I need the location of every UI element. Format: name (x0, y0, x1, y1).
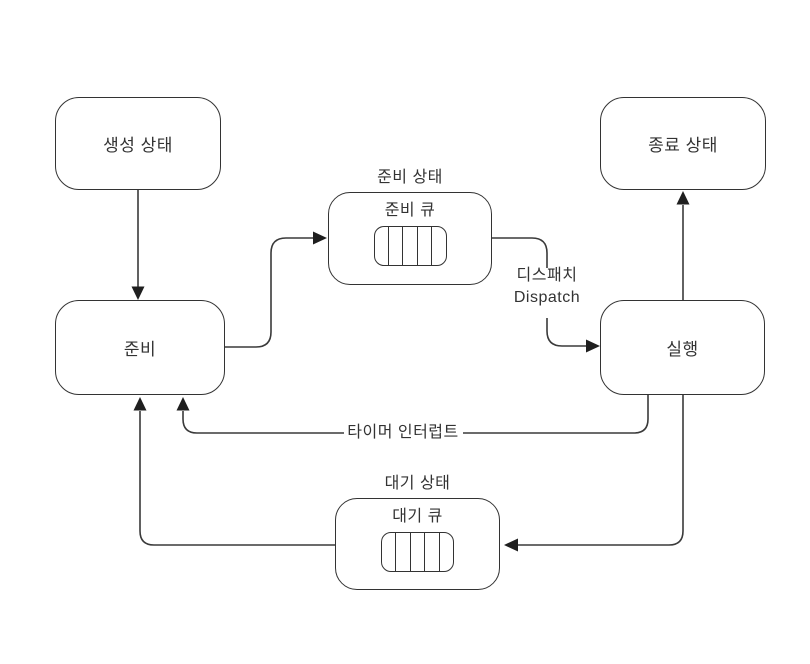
dispatch-edge-label: 디스패치 Dispatch (487, 265, 607, 309)
edge-dispatch-lower-segment (546, 318, 586, 347)
ready-queue-icon (373, 226, 447, 266)
arrowhead-down-into-ready-top (131, 286, 145, 300)
ready-state-title: 준비 상태 (377, 169, 443, 186)
arrowhead-up-into-ready-from-wait (133, 397, 147, 411)
queue-cell (396, 533, 411, 571)
node-create-state-label: 생성 상태 (103, 136, 173, 155)
dispatch-edge-label-english: Dispatch (513, 289, 581, 306)
edge-ready-to-ready-queue (225, 237, 313, 348)
edge-wait-queue-to-ready (139, 411, 335, 546)
node-ready: 준비 (55, 300, 225, 395)
edge-timer-interrupt-right-segment (463, 395, 649, 434)
queue-cell (403, 227, 418, 265)
ready-queue-label: 준비 큐 (384, 202, 436, 219)
node-terminate-state: 종료 상태 (600, 97, 766, 190)
arrowhead-left-into-wait-queue (504, 538, 518, 552)
node-running-label: 실행 (666, 340, 699, 359)
arrowhead-up-into-terminate (676, 191, 690, 205)
node-wait-queue: 대기 큐 (335, 498, 500, 590)
queue-cell (382, 533, 397, 571)
edge-running-to-wait-queue (518, 395, 684, 546)
queue-cell (418, 227, 433, 265)
queue-cell (440, 533, 453, 571)
node-ready-label: 준비 (123, 340, 157, 359)
queue-cell (375, 227, 389, 265)
node-create-state: 생성 상태 (55, 97, 221, 190)
queue-cell (389, 227, 404, 265)
queue-cell (425, 533, 440, 571)
node-ready-queue: 준비 큐 (328, 192, 492, 285)
queue-cell (432, 227, 445, 265)
queue-cell (411, 533, 426, 571)
edge-dispatch-upper-segment (492, 237, 548, 268)
wait-queue-label: 대기 큐 (392, 508, 443, 525)
edge-timer-interrupt-left-segment (182, 411, 344, 434)
arrowhead-right-into-ready-queue (313, 231, 327, 245)
wait-queue-icon (381, 532, 454, 572)
timer-interrupt-edge-label: 타이머 인터럽트 (347, 424, 459, 441)
node-running: 실행 (600, 300, 765, 395)
node-terminate-state-label: 종료 상태 (648, 136, 718, 155)
wait-state-title: 대기 상태 (384, 475, 451, 492)
arrowhead-up-into-ready-from-timer (176, 397, 190, 411)
dispatch-edge-label-korean: 디스패치 (516, 267, 578, 284)
arrowhead-right-into-running (586, 339, 600, 353)
